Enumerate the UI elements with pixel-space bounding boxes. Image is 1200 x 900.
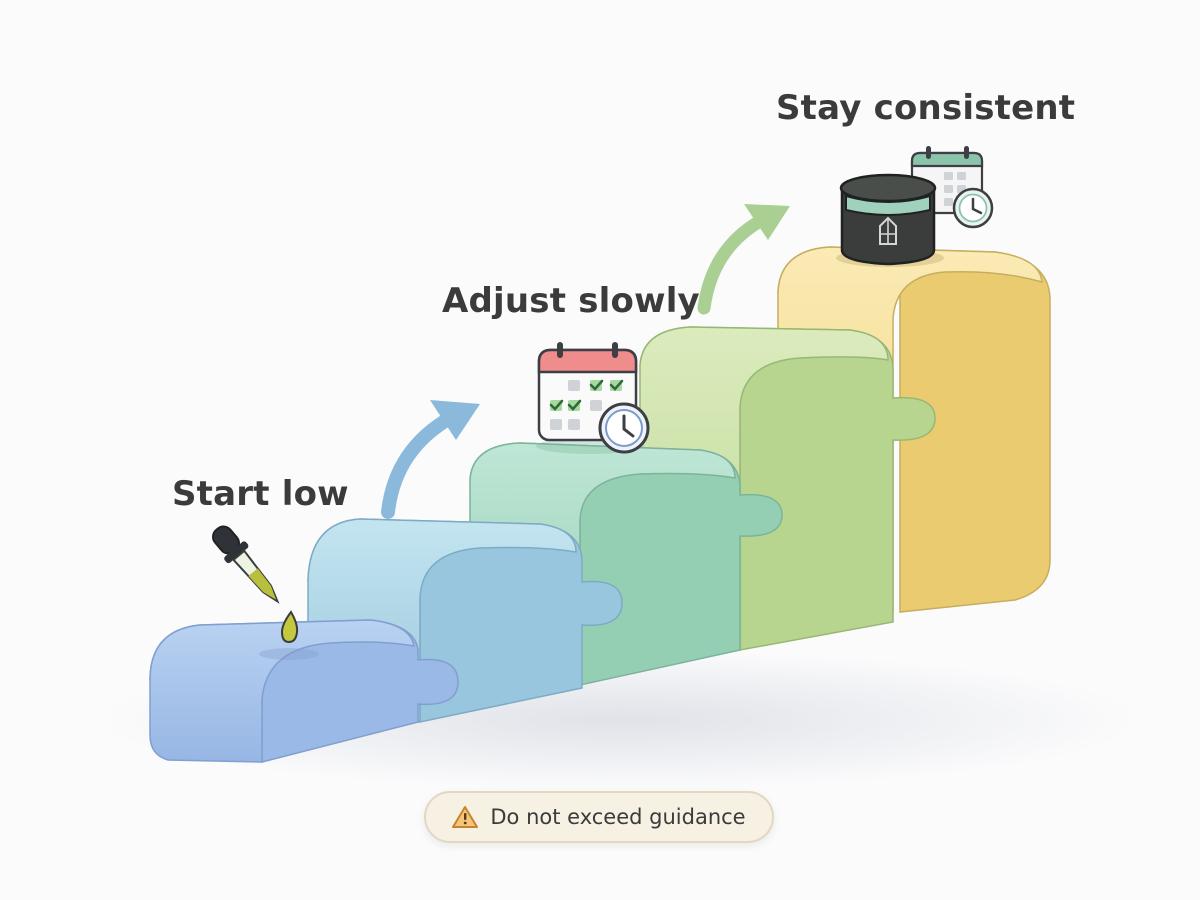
arrow-1 <box>381 400 480 519</box>
step-label-start-low: Start low <box>172 474 349 514</box>
dropper-icon <box>212 525 319 660</box>
jar-calendar-clock-icon <box>836 146 994 267</box>
step-label-adjust-slowly: Adjust slowly <box>442 281 700 321</box>
warning-pill: Do not exceed guidance <box>424 791 774 843</box>
calendar-clock-icon <box>536 342 650 454</box>
warning-text: Do not exceed guidance <box>490 805 746 829</box>
step-label-stay-consistent: Stay consistent <box>776 88 1076 128</box>
warning-triangle-icon <box>452 806 479 828</box>
arrow-2 <box>697 204 790 315</box>
step-1-block <box>149 619 459 763</box>
